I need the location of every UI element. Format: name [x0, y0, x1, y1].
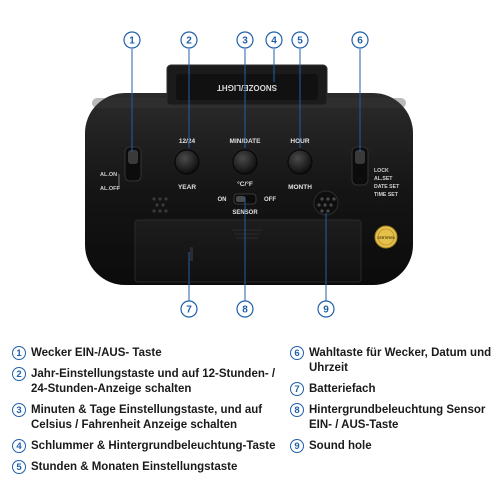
time-set-label: TIME SET	[374, 192, 399, 198]
legend-text-7: Batteriefach	[309, 383, 376, 395]
svg-text:9: 9	[323, 305, 329, 316]
legend-text-6: Wahltaste für Wecker, Datum und Uhrzeit	[309, 347, 492, 374]
hour-month-button[interactable]	[287, 149, 313, 175]
sound-hole	[313, 190, 339, 216]
legend: 1 Wecker EIN-/AUS- Taste 2 Jahr-Einstell…	[0, 346, 500, 500]
sensor-on-label: ON	[218, 197, 227, 203]
legend-item-5: 5 Stunden & Monaten Einstellungstaste	[12, 460, 280, 475]
svg-text:7: 7	[186, 305, 192, 316]
legend-number-6: 6	[290, 346, 304, 360]
sensor-off-label: OFF	[264, 197, 276, 203]
btn-1224-label: 12/24	[179, 138, 196, 145]
legend-item-1: 1 Wecker EIN-/AUS- Taste	[12, 346, 280, 361]
callout-badges: 1 2 3 4 5 6 7 8 9	[123, 31, 369, 318]
year-label: YEAR	[178, 184, 196, 191]
legend-column-right: 6 Wahltaste für Wecker, Datum und Uhrzei…	[290, 346, 495, 460]
legend-text-9: Sound hole	[309, 440, 372, 452]
callout-9: 9	[317, 300, 335, 318]
month-label: MONTH	[288, 184, 312, 191]
battery-cover[interactable]	[134, 219, 362, 283]
legend-number-9: 9	[290, 439, 304, 453]
callout-lines	[131, 49, 361, 301]
callout-6: 6	[351, 31, 369, 49]
legend-number-4: 4	[12, 439, 26, 453]
cf-label: °C/°F	[237, 180, 253, 188]
legend-text-4: Schlummer & Hintergrundbeleuchtung-Taste	[31, 440, 276, 452]
legend-number-5: 5	[12, 460, 26, 474]
legend-number-1: 1	[12, 346, 26, 360]
svg-text:4: 4	[271, 36, 277, 47]
sensor-switch-knob	[236, 196, 245, 202]
legend-item-8: 8 Hintergrundbeleuchtung Sensor EIN- / A…	[290, 403, 495, 433]
callout-7: 7	[180, 300, 198, 318]
snooze-light-bar-inner	[176, 74, 318, 100]
svg-text:2: 2	[186, 36, 192, 47]
legend-item-9: 9 Sound hole	[290, 439, 495, 454]
legend-item-7: 7 Batteriefach	[290, 382, 495, 397]
legend-item-2: 2 Jahr-Einstellungstaste und auf 12-Stun…	[12, 367, 280, 397]
al-on-label: AL.ON	[100, 172, 117, 178]
legend-item-4: 4 Schlummer & Hintergrundbeleuchtung-Tas…	[12, 439, 280, 454]
al-set-label: AL.SET	[374, 176, 393, 182]
legend-number-3: 3	[12, 403, 26, 417]
callout-4: 4	[265, 31, 283, 49]
alarm-switch-knob	[128, 150, 138, 164]
mode-switch-knob	[355, 150, 365, 164]
legend-text-1: Wecker EIN-/AUS- Taste	[31, 347, 162, 359]
callout-2: 2	[180, 31, 198, 49]
callout-3: 3	[236, 31, 254, 49]
legend-text-8: Hintergrundbeleuchtung Sensor EIN- / AUS…	[309, 404, 486, 431]
legend-number-8: 8	[290, 403, 304, 417]
year-1224-button[interactable]	[174, 149, 200, 175]
cert-badge: CERTIFIED	[374, 225, 398, 249]
legend-item-6: 6 Wahltaste für Wecker, Datum und Uhrzei…	[290, 346, 495, 376]
mindate-cf-button[interactable]	[232, 149, 258, 175]
battery-cover-notch	[190, 247, 193, 261]
svg-text:8: 8	[242, 305, 248, 316]
legend-text-2: Jahr-Einstellungstaste und auf 12-Stunde…	[31, 368, 276, 395]
date-set-label: DATE SET	[374, 184, 400, 190]
al-off-label: AL.OFF	[100, 186, 120, 192]
clock-diagram: SNOOZE/LIGHT AL.ON AL.OFF 12/24 MIN/DATE…	[85, 31, 413, 318]
lock-label: LOCK	[374, 168, 389, 174]
legend-text-5: Stunden & Monaten Einstellungstaste	[31, 461, 238, 473]
battery-cover-ridges	[232, 229, 262, 239]
svg-text:5: 5	[297, 36, 303, 47]
callout-1: 1	[123, 31, 141, 49]
cert-badge-label: CERTIFIED	[377, 236, 395, 240]
legend-number-2: 2	[12, 367, 26, 381]
legend-number-7: 7	[290, 382, 304, 396]
legend-item-3: 3 Minuten & Tage Einstellungstaste, und …	[12, 403, 280, 433]
callout-8: 8	[236, 300, 254, 318]
svg-text:3: 3	[242, 36, 248, 47]
legend-text-3: Minuten & Tage Einstellungstaste, und au…	[31, 404, 263, 431]
snooze-light-label: SNOOZE/LIGHT	[217, 83, 277, 92]
svg-text:6: 6	[357, 36, 363, 47]
callout-5: 5	[291, 31, 309, 49]
speaker-dots-left	[152, 197, 168, 213]
svg-text:1: 1	[129, 36, 135, 47]
legend-column-left: 1 Wecker EIN-/AUS- Taste 2 Jahr-Einstell…	[12, 346, 280, 481]
